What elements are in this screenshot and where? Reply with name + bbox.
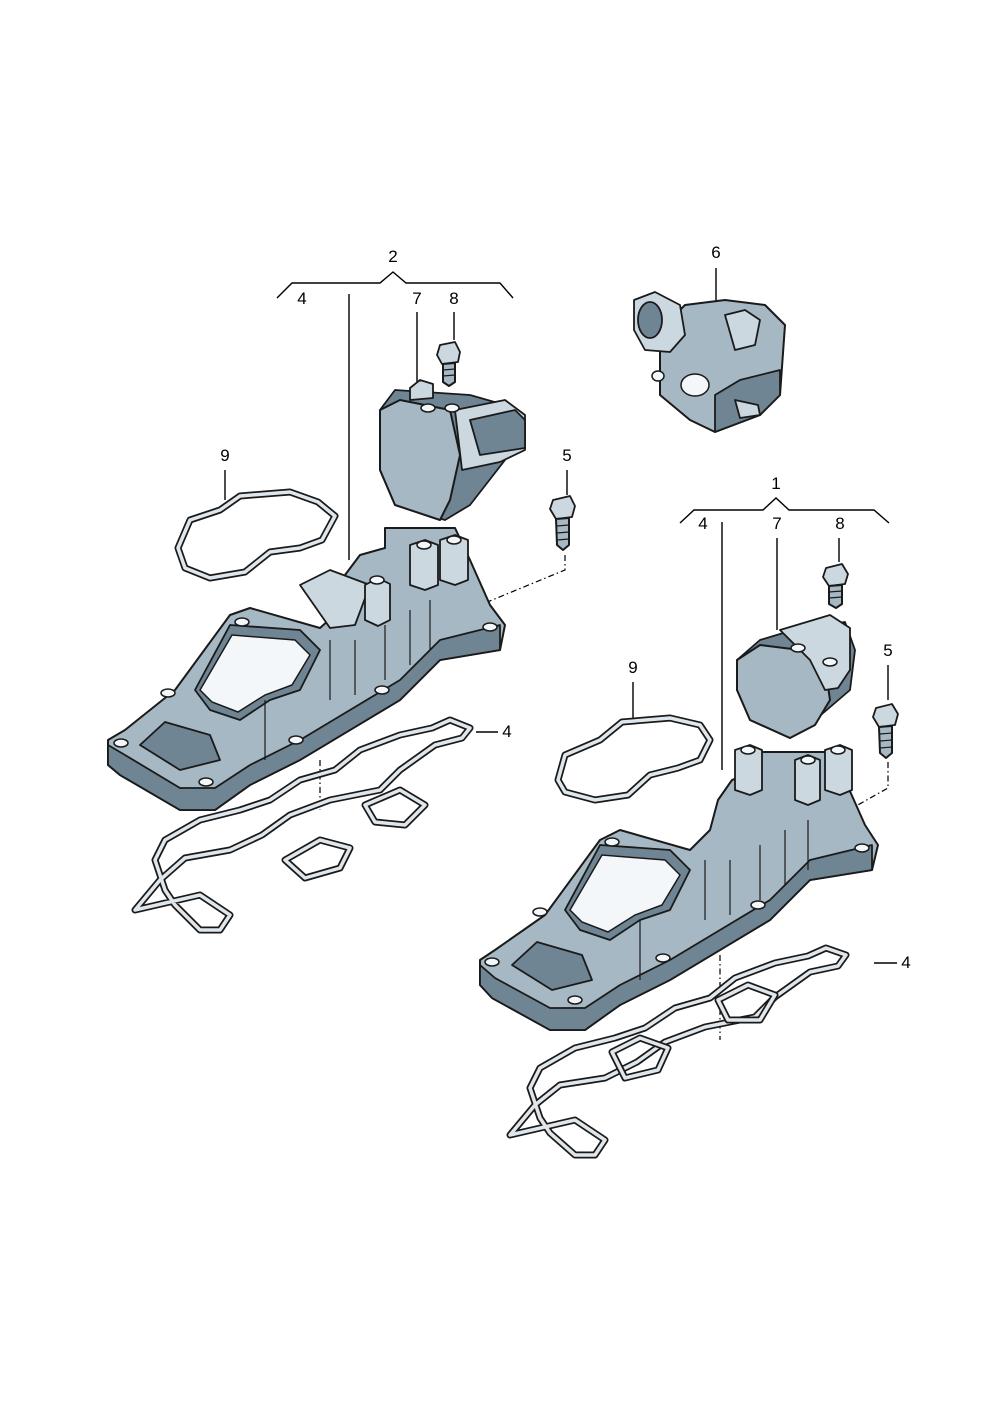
actuator-7-left xyxy=(379,379,526,521)
callout-right-4a: 4 xyxy=(698,514,707,533)
callout-right-8: 8 xyxy=(835,514,844,533)
callout-left-4a: 4 xyxy=(297,289,306,308)
bolt-8-right xyxy=(822,563,849,609)
gasket-9-left: 9 xyxy=(174,446,339,582)
gasket-9-right: 9 xyxy=(554,658,714,804)
intake-manifold-right xyxy=(479,744,879,1031)
callout-right-4b: 4 xyxy=(901,953,910,972)
actuator-7-right xyxy=(736,614,856,739)
assembly-left: 2 4 7 8 9 xyxy=(107,247,576,934)
callout-6: 6 xyxy=(711,243,720,262)
callout-2: 2 xyxy=(388,247,397,266)
callout-right-5: 5 xyxy=(883,641,892,660)
callout-left-8: 8 xyxy=(449,289,458,308)
callout-left-7: 7 xyxy=(412,289,421,308)
bolt-5-right: 5 xyxy=(839,641,899,816)
bolt-8-left xyxy=(436,341,461,387)
gasket-4-right: 4 xyxy=(506,944,911,1159)
throttle-unit-6: 6 xyxy=(633,243,786,433)
callout-right-7: 7 xyxy=(772,514,781,533)
intake-manifold-left xyxy=(107,527,506,811)
callout-left-4b: 4 xyxy=(502,722,511,741)
bolt-5-left: 5 xyxy=(479,446,576,606)
callout-right-9: 9 xyxy=(628,658,637,677)
callout-left-9: 9 xyxy=(220,446,229,465)
callout-left-5: 5 xyxy=(562,446,571,465)
gasket-4-left: 4 xyxy=(131,716,512,934)
assembly-right: 1 4 7 8 9 5 xyxy=(479,474,911,1159)
callout-1: 1 xyxy=(771,474,780,493)
